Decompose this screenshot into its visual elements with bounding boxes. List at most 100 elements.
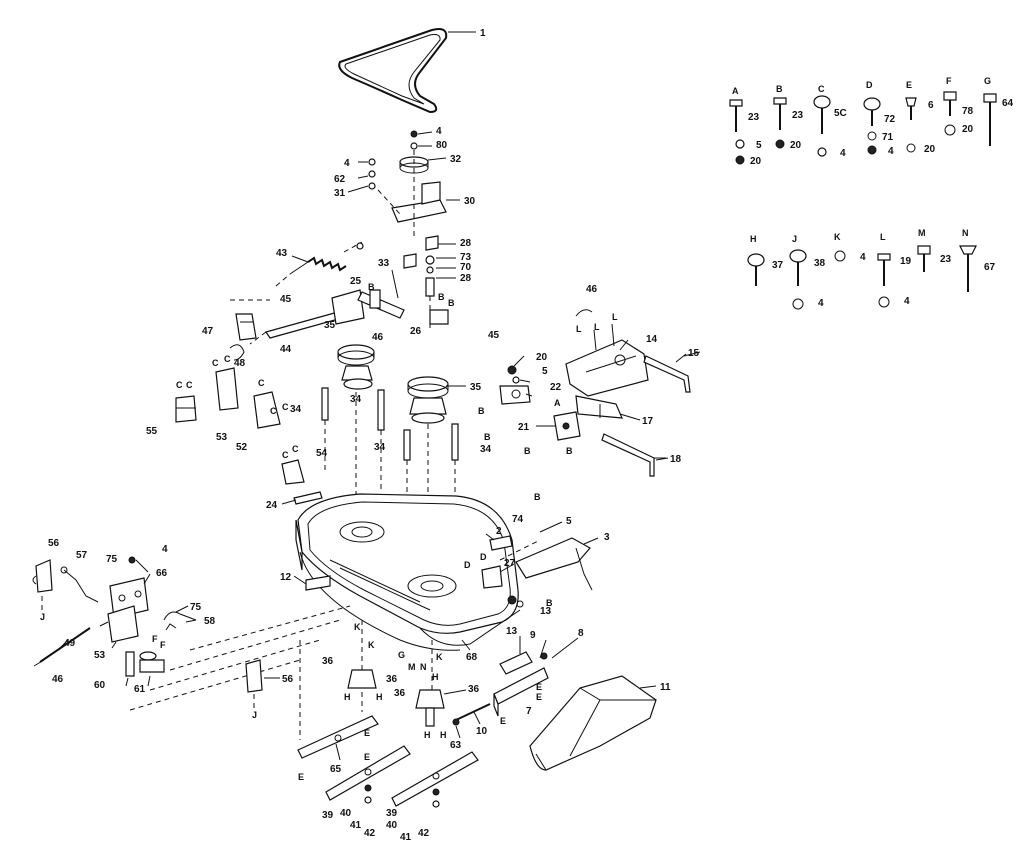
callout: 22 — [550, 382, 562, 393]
callout: 73 — [460, 252, 472, 263]
plate-66 — [109, 556, 149, 619]
legend-bottom-labels: H 37 J 38 4 K 4 L 19 4 M 23 N 67 — [750, 228, 996, 309]
callout: 40 — [340, 808, 352, 819]
legend-washer: 20 — [962, 124, 974, 135]
hanger-56b — [245, 659, 263, 710]
legend-letter: J — [792, 234, 797, 244]
callout: 33 — [378, 258, 390, 269]
letter-ref: B — [534, 492, 541, 502]
letter-ref: H — [432, 672, 439, 682]
callout: 43 — [276, 248, 288, 259]
letter-ref: C — [212, 358, 219, 368]
callout: 24 — [266, 500, 278, 511]
legend-part: 4 — [860, 252, 866, 263]
callout: 57 — [76, 550, 88, 561]
letter-ref: E — [536, 692, 542, 702]
legend-letter: C — [818, 84, 825, 94]
blade-pulley-left — [337, 344, 375, 390]
legend-letter: N — [962, 228, 969, 238]
legend-part: 78 — [962, 106, 974, 117]
baffle-24 — [293, 491, 323, 505]
rod-10-63 — [452, 703, 491, 726]
pivot-arm — [230, 289, 449, 345]
callout: 46 — [586, 284, 598, 295]
bracket-47 — [235, 313, 257, 341]
callout: 80 — [436, 140, 448, 151]
letter-ref: C — [176, 380, 183, 390]
letter-ref: K — [354, 622, 361, 632]
letter-ref: C — [282, 402, 289, 412]
callout: 54 — [316, 448, 328, 459]
callout: 32 — [450, 154, 462, 165]
callout: 15 — [688, 348, 700, 359]
callout: 45 — [280, 294, 292, 305]
letter-ref: H — [424, 730, 431, 740]
callout: 35 — [470, 382, 482, 393]
blade-pulley-right — [407, 376, 449, 424]
legend-part: 6 — [928, 100, 934, 111]
letter-ref: K — [368, 640, 375, 650]
callout: 7 — [526, 706, 532, 717]
callout: 44 — [280, 344, 292, 355]
legend-washer: 20 — [750, 156, 762, 167]
legend-part: 23 — [748, 112, 760, 123]
hardware-legend-bottom — [747, 245, 977, 310]
legend-part: 72 — [884, 114, 896, 125]
callout: 46 — [372, 332, 384, 343]
letter-ref: B — [438, 292, 445, 302]
spring — [275, 241, 364, 287]
callout: 41 — [350, 820, 362, 831]
hook-48 — [229, 344, 245, 361]
bracket-55 — [175, 395, 197, 423]
letter-ref: D — [464, 560, 471, 570]
callout: 55 — [146, 426, 158, 437]
callout: 56 — [48, 538, 60, 549]
legend-letter: A — [732, 86, 739, 96]
hook-75-58 — [163, 611, 197, 631]
legend-letter: E — [906, 80, 912, 90]
blade-adapters — [347, 669, 445, 727]
callout: 36 — [394, 688, 406, 699]
callout: 39 — [322, 810, 334, 821]
letter-ref: B — [368, 282, 375, 292]
legend-top-labels: A 23 5 20 B 23 20 C 5C 4 D 72 71 4 E 6 2… — [732, 76, 1014, 167]
hardware-legend-top — [729, 91, 997, 165]
callout: 58 — [204, 616, 216, 627]
callout: 60 — [94, 680, 106, 691]
bracket-53 — [215, 367, 239, 411]
assembly-guides — [129, 539, 541, 740]
callout: 41 — [400, 832, 412, 843]
letter-ref: C — [270, 406, 277, 416]
part-callouts: 1 3 4 80 32 4 62 31 30 28 73 70 28 43 33… — [48, 28, 700, 843]
letter-ref: C — [258, 378, 265, 388]
legend-part: 37 — [772, 260, 784, 271]
blade-39-left — [325, 745, 411, 804]
callout: 70 — [460, 262, 472, 273]
letter-ref: H — [376, 692, 383, 702]
letter-ref: E — [364, 752, 370, 762]
callout: 26 — [410, 326, 422, 337]
callout: 42 — [364, 828, 376, 839]
callout: 25 — [350, 276, 362, 287]
callout: 17 — [642, 416, 654, 427]
letter-ref: J — [252, 710, 257, 720]
callout: 13 — [506, 626, 518, 637]
callout: 27 — [504, 558, 516, 569]
letter-ref: G — [398, 650, 405, 660]
callout: 56 — [282, 674, 294, 685]
legend-letter: L — [880, 232, 886, 242]
bracket-54 — [281, 459, 305, 485]
callout: 5 — [566, 516, 572, 527]
legend-washer: 20 — [924, 144, 936, 155]
letter-ref: C — [186, 380, 193, 390]
callout: 63 — [450, 740, 462, 751]
bracket-53b — [107, 605, 139, 643]
legend-letter: F — [946, 76, 952, 86]
legend-letter: G — [984, 76, 991, 86]
rod-18 — [601, 433, 666, 477]
hardware-letter-refs: B B B B B B B B B A C C C C C C C C C L … — [40, 282, 618, 782]
legend-part: 19 — [900, 256, 912, 267]
letter-ref: M — [408, 662, 416, 672]
letter-ref: E — [500, 716, 506, 726]
callout: 14 — [646, 334, 658, 345]
